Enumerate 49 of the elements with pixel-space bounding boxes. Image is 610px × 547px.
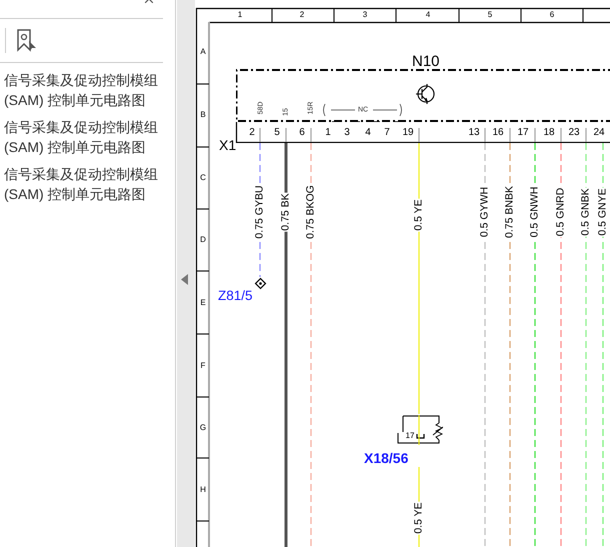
bookmark-item: 信号采集及促动控制模组(SAM) 控制单元电路图 (4, 71, 159, 110)
pin-number: 3 (344, 128, 350, 138)
splice-name: Z81/5 (218, 288, 253, 303)
wire-label: 0.5 YE (414, 198, 424, 232)
grid-row-letter: B (200, 111, 206, 119)
grid-row-letter: F (200, 362, 206, 370)
pin-number: 18 (543, 128, 555, 138)
bookmark-item: 信号采集及促动控制模组(SAM) 控制单元电路图 (4, 165, 159, 204)
bookmark-item: 信号采集及促动控制模组(SAM) 控制单元电路图 (4, 118, 159, 157)
connector-name: X18/56 (364, 450, 408, 466)
wire-label: 0.75 BNBK (504, 185, 516, 239)
pin-number: 4 (365, 128, 371, 138)
pin-number: 16 (492, 128, 504, 138)
grid-column-number: 5 (488, 11, 492, 19)
wire-label: 0.5 GNBK (580, 187, 592, 237)
wire-label: 0.5 GNWH (530, 186, 540, 238)
grid-row-letter: C (200, 174, 206, 182)
grid-column-number: 2 (300, 11, 304, 19)
grid-column-number: 1 (238, 11, 242, 19)
grid-row-letter: A (200, 48, 206, 56)
pin-number: 13 (468, 128, 480, 138)
pin-number: 2 (249, 128, 255, 138)
wire-label: 0.5 GYWH (480, 186, 490, 238)
pin-number: 6 (299, 128, 305, 138)
grid-row-letter: G (200, 424, 206, 432)
wire-label: 0.5 GNYE (598, 187, 608, 237)
grid-column-number: 3 (362, 11, 368, 19)
grid-row-letter: E (200, 299, 206, 307)
wire-label: 0.5 GNRD (556, 186, 566, 238)
pin-number: 7 (384, 128, 390, 138)
wire-label: 0.75 GYBU (254, 184, 266, 240)
wire-label: 0.5 YE (414, 501, 424, 535)
wire-label: 0.75 BKOG (306, 184, 316, 240)
grid-column-number: 6 (550, 11, 554, 19)
grid-column-number: 4 (426, 11, 430, 19)
grid-row-letter: H (200, 486, 206, 494)
wire-label: 0.75 BK (280, 192, 292, 232)
grid-row-letter: D (200, 236, 206, 244)
wire (602, 142, 604, 547)
pin-number: 1 (325, 128, 331, 138)
pin-number: 5 (274, 128, 280, 138)
pin-number: 17 (517, 128, 529, 138)
wire (284, 143, 288, 547)
module-name: N10 (412, 53, 440, 70)
connector-name: X1 (219, 138, 236, 153)
pin-number: 19 (402, 128, 414, 138)
pin-number: 24 (593, 128, 605, 138)
pin-number: 23 (568, 128, 580, 138)
pin-number: 17 (406, 432, 414, 440)
